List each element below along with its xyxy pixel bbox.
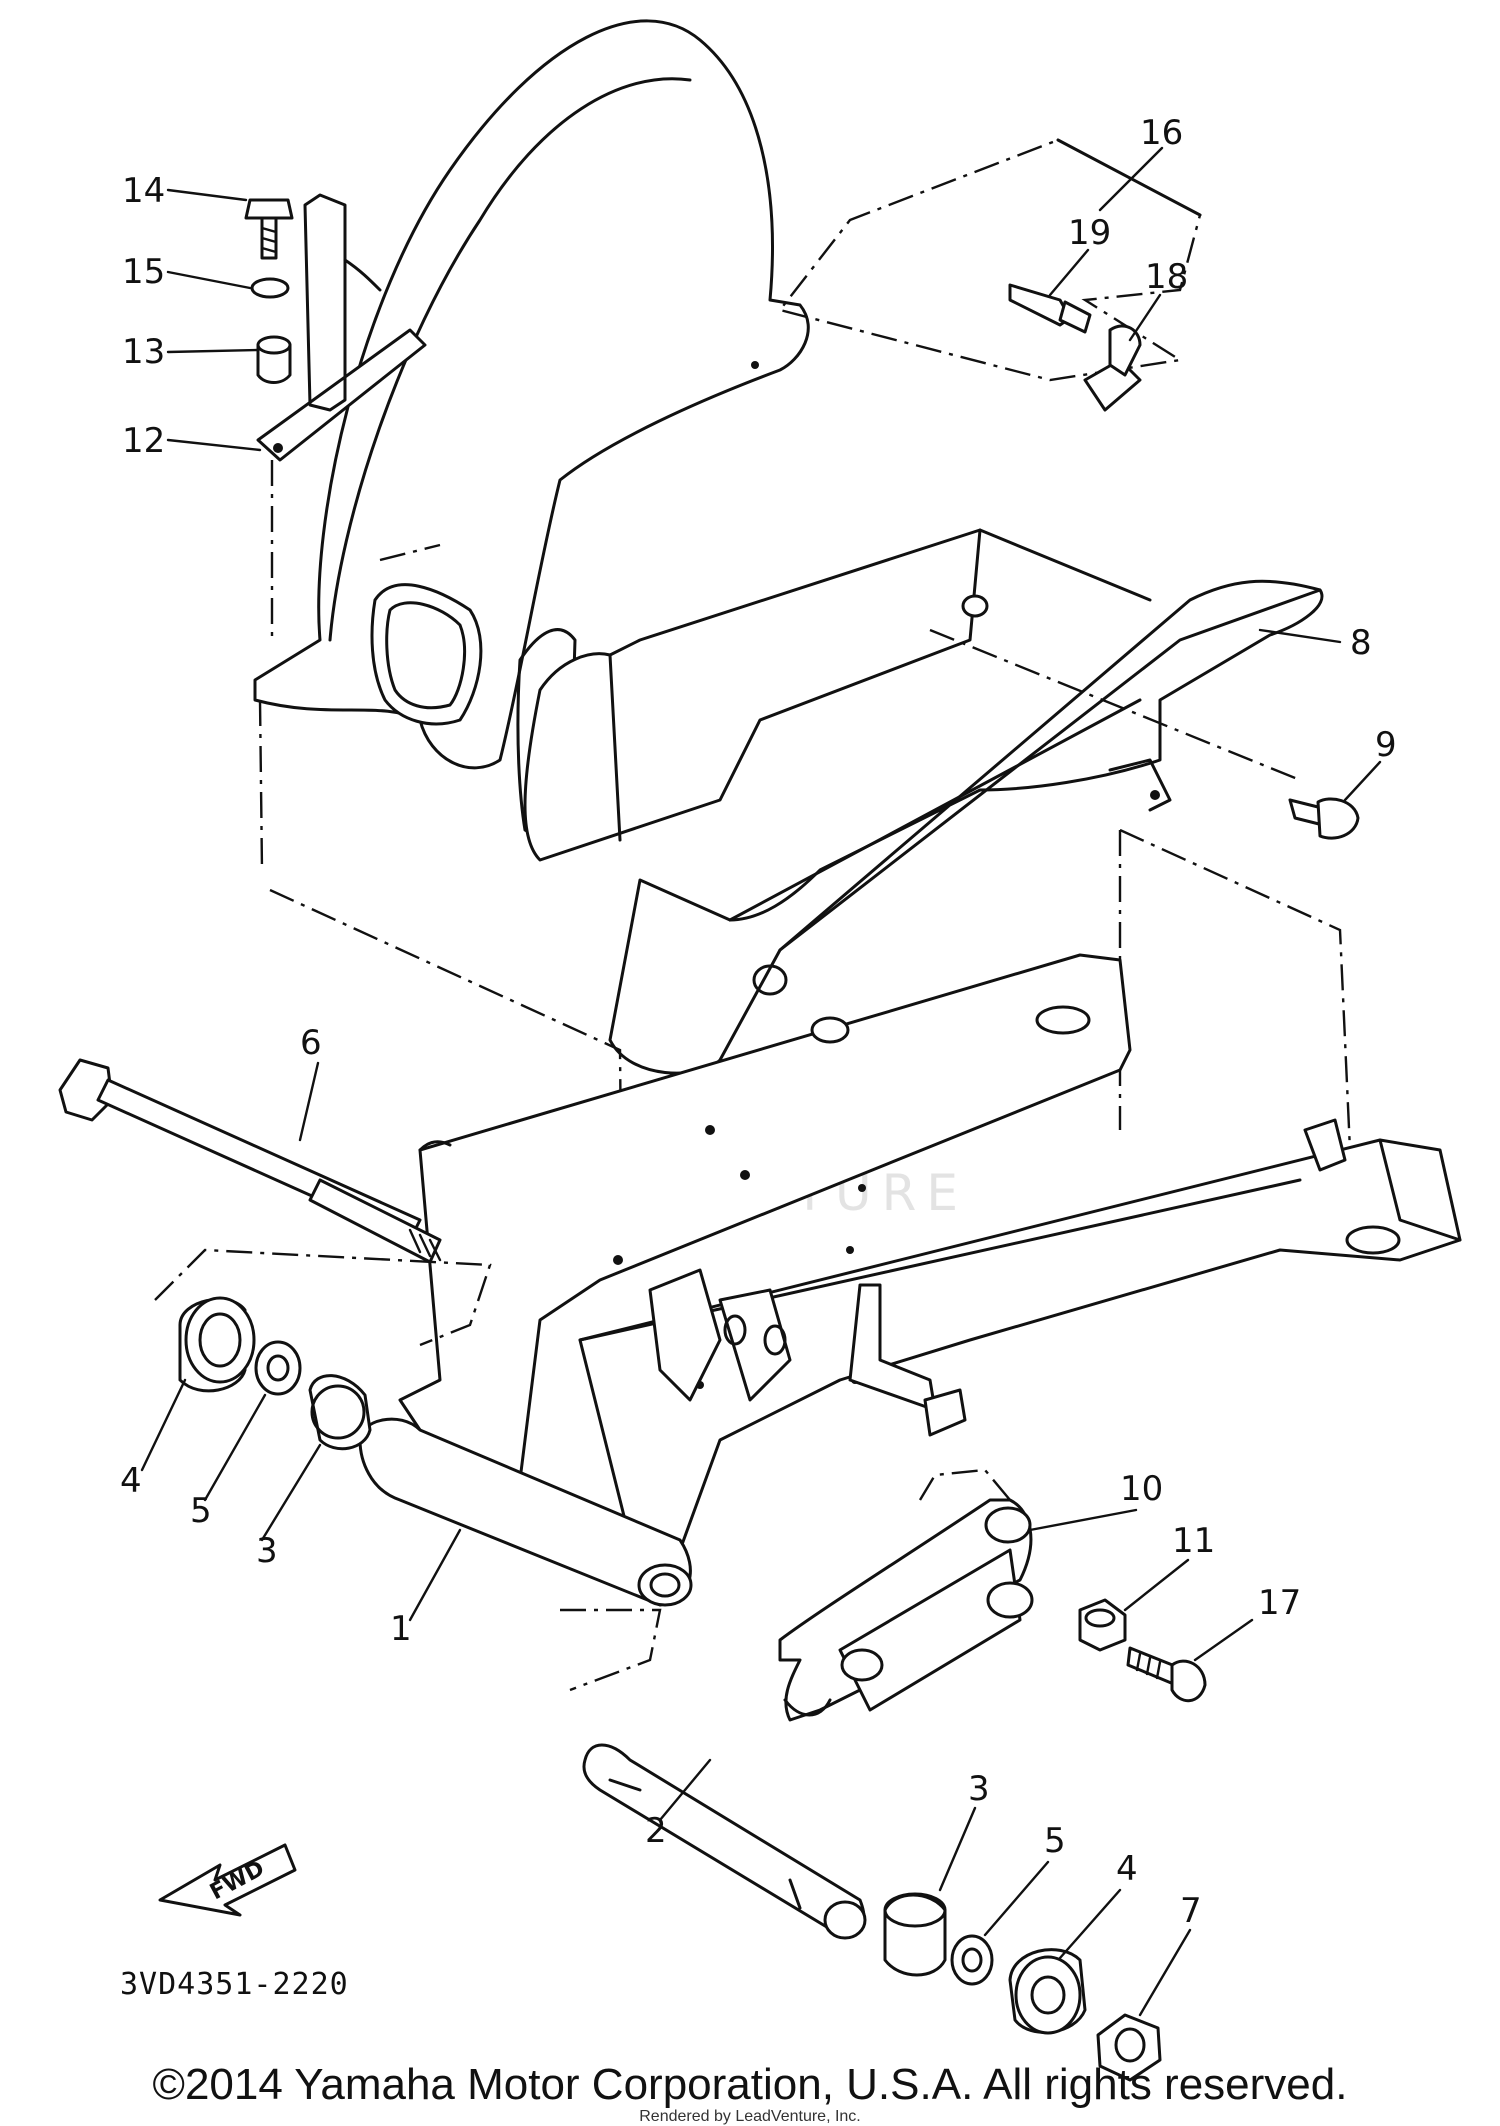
collar-11 [1078,1598,1127,1652]
bushing-3-left [308,1374,372,1451]
callout-16: 15 [122,252,165,292]
fwd-arrow-icon: FWD [158,1843,297,1917]
callout-17: 16 [1140,113,1183,153]
callout-13: 12 [122,421,165,461]
bearing-4-right [1008,1948,1087,2035]
callout-19: 19 [1068,213,1111,253]
callout-2: 2 [645,1811,667,1851]
washer-5-right [950,1934,994,1986]
rear-fender [253,19,810,871]
callout-7: 7 [1180,1891,1202,1931]
bearing-4-left [178,1296,256,1393]
callout-8: 8 [1350,623,1372,663]
callout-4-left: 4 [120,1461,142,1501]
rendered-by-credit: Rendered by LeadVenture, Inc. [639,2108,861,2125]
swingarm-1 [358,953,1462,1607]
callout-1: 1 [390,1609,412,1649]
bushing-3-right [883,1892,947,1977]
callout-18: 18 [1145,257,1188,297]
chain-case-8 [608,579,1324,1075]
drawing-code: 3VD4351-2220 [120,1967,349,2002]
pivot-shaft-2 [582,1743,867,1940]
callout-5-right: 5 [1044,1821,1066,1861]
callout-3-left: 3 [256,1531,278,1571]
callout-4-right: 4 [1116,1849,1138,1889]
callout-11: 11 [1172,1521,1215,1561]
callout-9: 9 [1375,725,1397,765]
relay-arm-10 [778,1498,1034,1722]
copyright-notice: ©2014 Yamaha Motor Corporation, U.S.A. A… [152,2060,1348,2109]
bolt-15 [244,198,294,260]
callout-6: 6 [300,1023,322,1063]
bolt-12 [1126,1646,1207,1703]
callout-10: 10 [1120,1469,1163,1509]
leader-lines [140,146,1382,2017]
callout-3-right: 3 [968,1769,990,1809]
detail-box-17 [777,138,1202,382]
callout-15: 14 [122,171,165,211]
callout-5-left: 5 [190,1491,212,1531]
washer-5-left [254,1340,302,1396]
callout-numbers: 14 15 13 12 16 19 18 8 9 6 1 2 10 11 17 … [120,113,1397,1931]
rivet-19 [1008,283,1092,334]
nut-7 [1096,2013,1162,2082]
callout-14: 13 [122,332,165,372]
collar-14 [256,335,292,384]
license-bracket [256,193,427,640]
bolt-9 [1288,797,1360,840]
washer-16 [250,277,290,299]
pivot-shaft-6 [58,1058,442,1264]
fender-upper-guard [523,361,1152,862]
callout-12: 17 [1258,1583,1301,1623]
